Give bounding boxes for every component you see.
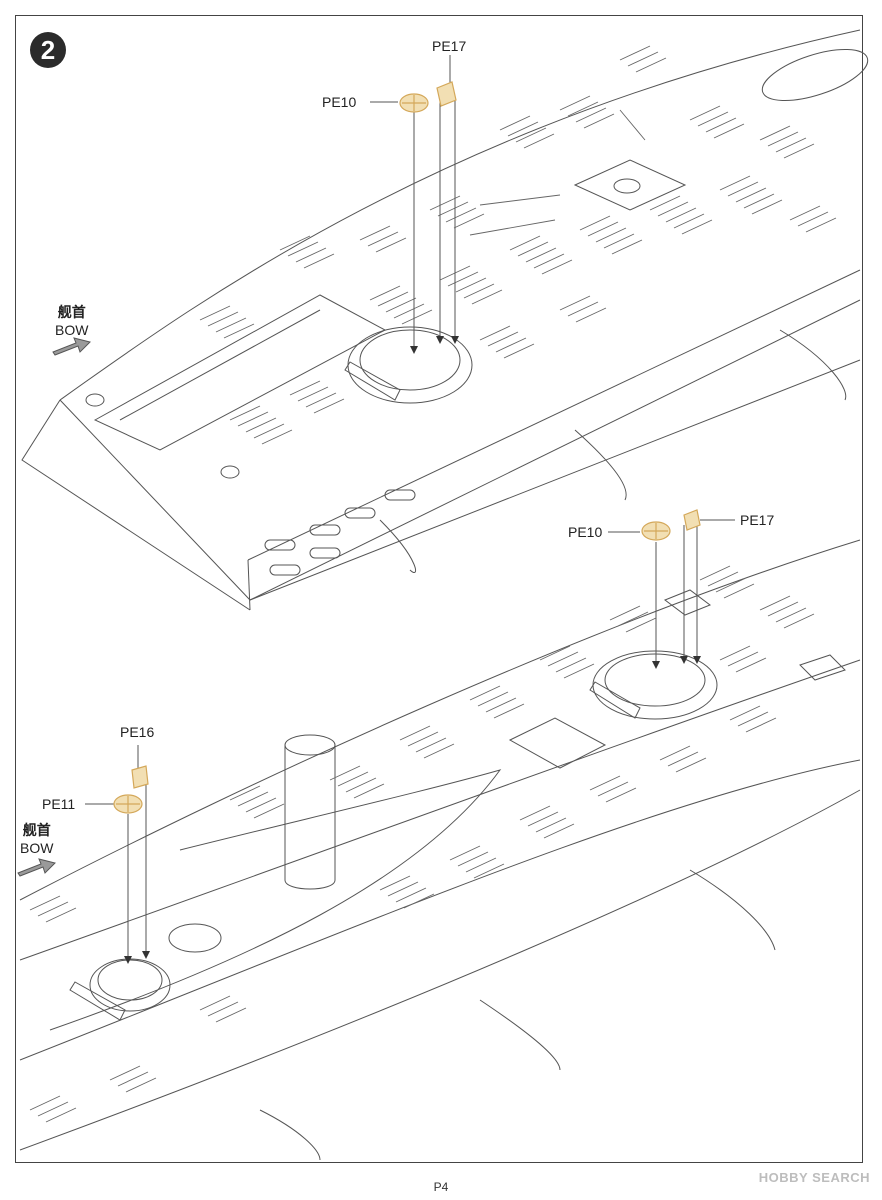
step-number-badge: 2: [30, 32, 66, 68]
page-number: P4: [433, 1180, 449, 1194]
callout-pe17-lower: PE17: [740, 512, 775, 528]
bow-label-chinese: 舰首: [22, 822, 51, 838]
pe-parts: [113, 81, 701, 814]
upper-hull-drawing: [21, 29, 869, 611]
lower-hull-drawing: [19, 539, 861, 1161]
callout-pe11: PE11: [42, 796, 76, 812]
watermark: HOBBY SEARCH: [758, 1170, 870, 1185]
bow-label-english: BOW: [20, 840, 54, 856]
callout-pe16: PE16: [120, 724, 155, 740]
bow-label-lower: 舰首 BOW: [20, 820, 53, 856]
bow-label-chinese: 舰首: [57, 304, 86, 320]
arrowheads: [124, 336, 701, 964]
callout-pe10-top: PE10: [322, 94, 357, 110]
callout-pe17-top: PE17: [432, 38, 467, 54]
callout-pe10-lower: PE10: [568, 524, 603, 540]
page-frame: [15, 15, 863, 1163]
bow-label-english: BOW: [55, 322, 89, 338]
upper-deck-grating: [199, 45, 837, 445]
lower-deck-grating: [29, 565, 815, 1123]
bow-label-top: 舰首 BOW: [55, 302, 88, 338]
